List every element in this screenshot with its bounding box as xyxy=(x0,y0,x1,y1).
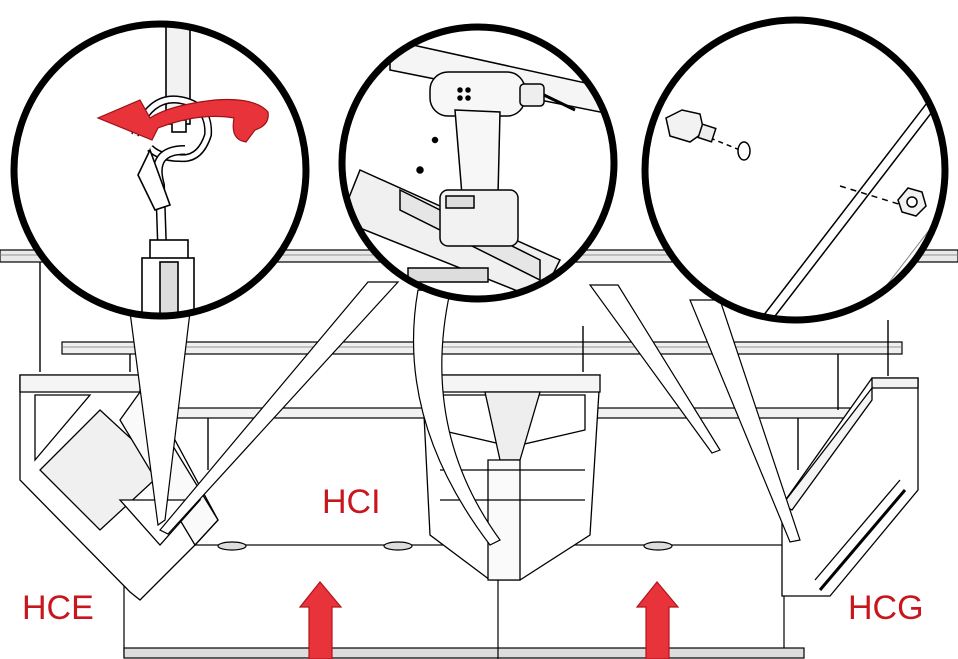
box-hci xyxy=(421,374,601,581)
detail-circle-eyebolt xyxy=(10,20,310,320)
label-hci: HCI xyxy=(322,483,381,521)
detail-circle-drill xyxy=(338,23,618,303)
cordless-drill-icon xyxy=(429,71,576,247)
detail-circle-bolt xyxy=(641,16,949,324)
up-arrow-icon xyxy=(298,581,343,659)
up-arrow-icon xyxy=(635,581,680,659)
box-hcg xyxy=(781,377,919,597)
label-hcg: HCG xyxy=(848,589,924,627)
callout-wedges xyxy=(129,281,801,546)
label-hce: HCE xyxy=(22,589,94,627)
washer-icon xyxy=(737,141,751,161)
nut-icon xyxy=(897,187,927,217)
truss-structure xyxy=(0,249,958,659)
rotate-arrow-icon xyxy=(96,98,269,143)
bolt-icon xyxy=(665,109,717,143)
